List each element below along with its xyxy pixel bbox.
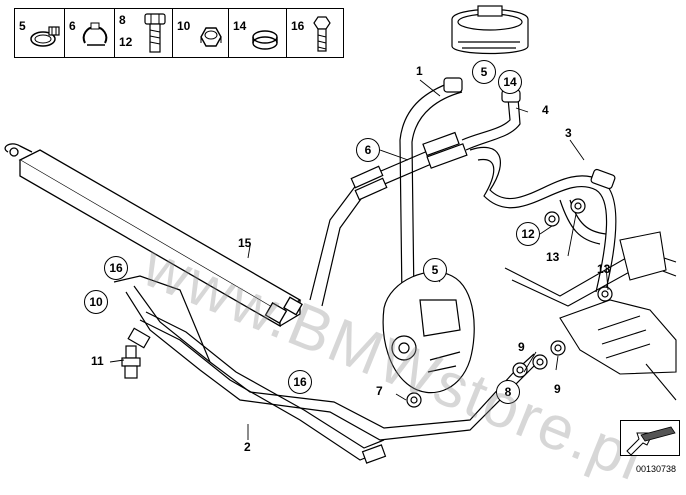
- band-clamp-icon: [252, 30, 278, 50]
- connectors: [127, 77, 616, 464]
- callout-7: 7: [376, 384, 383, 398]
- circled-callout-8: 8: [496, 380, 520, 404]
- callout-13b: 13: [597, 262, 611, 276]
- legend-cell-8-12: 8 12: [115, 9, 173, 57]
- circled-callout-5b: 5: [423, 258, 447, 282]
- legend-label-14: 14: [233, 19, 247, 33]
- legend-cell-16: 16: [287, 9, 343, 57]
- orientation-arrow-icon: [626, 426, 676, 456]
- circled-callout-16a: 16: [104, 256, 128, 280]
- oil-cooler-drawing: [4, 143, 303, 328]
- callout-15: 15: [238, 236, 252, 250]
- legend-label-8: 8: [119, 13, 126, 27]
- circled-callout-14: 14: [498, 70, 522, 94]
- banjo-bolt-icon: [144, 13, 166, 53]
- callout-11: 11: [91, 354, 104, 368]
- legend-label-6: 6: [69, 19, 76, 33]
- legend-cell-14: 14: [229, 9, 287, 57]
- legend-label-5: 5: [19, 19, 26, 33]
- power-steering-lines-drawing: [4, 5, 677, 464]
- callout-13a: 13: [546, 250, 560, 264]
- image-number: 00130738: [635, 464, 676, 474]
- orientation-box: [620, 420, 680, 456]
- callout-9b: 9: [554, 382, 561, 396]
- circled-callout-6: 6: [356, 138, 380, 162]
- diagram-stage: 5 6 8 12: [4, 5, 680, 495]
- reservoir-drawing: [451, 5, 529, 55]
- circled-callout-16b: 16: [288, 370, 312, 394]
- legend-cell-10: 10: [173, 9, 229, 57]
- hex-bolt-icon: [313, 16, 331, 52]
- callout-9a: 9: [518, 340, 525, 354]
- legend-cell-5: 5: [15, 9, 65, 57]
- legend-label-10: 10: [177, 19, 191, 33]
- callout-4: 4: [542, 103, 549, 117]
- hex-nut-icon: [200, 27, 222, 47]
- parts-legend-table: 5 6 8 12: [14, 8, 344, 58]
- pressure-switch: [121, 345, 141, 379]
- washers: [406, 198, 613, 408]
- callout-2: 2: [244, 440, 251, 454]
- legend-label-16: 16: [291, 19, 305, 33]
- steering-rack: [504, 231, 677, 401]
- legend-label-12: 12: [119, 35, 133, 49]
- circled-callout-10: 10: [84, 290, 108, 314]
- spring-clip-icon: [82, 22, 108, 46]
- circled-callout-12: 12: [516, 222, 540, 246]
- callout-1: 1: [416, 64, 423, 78]
- hose-clamp-icon: [30, 26, 60, 47]
- circled-callout-5a: 5: [472, 60, 496, 84]
- legend-cell-6: 6: [65, 9, 115, 57]
- steering-pump: [382, 271, 475, 394]
- callout-3: 3: [565, 126, 572, 140]
